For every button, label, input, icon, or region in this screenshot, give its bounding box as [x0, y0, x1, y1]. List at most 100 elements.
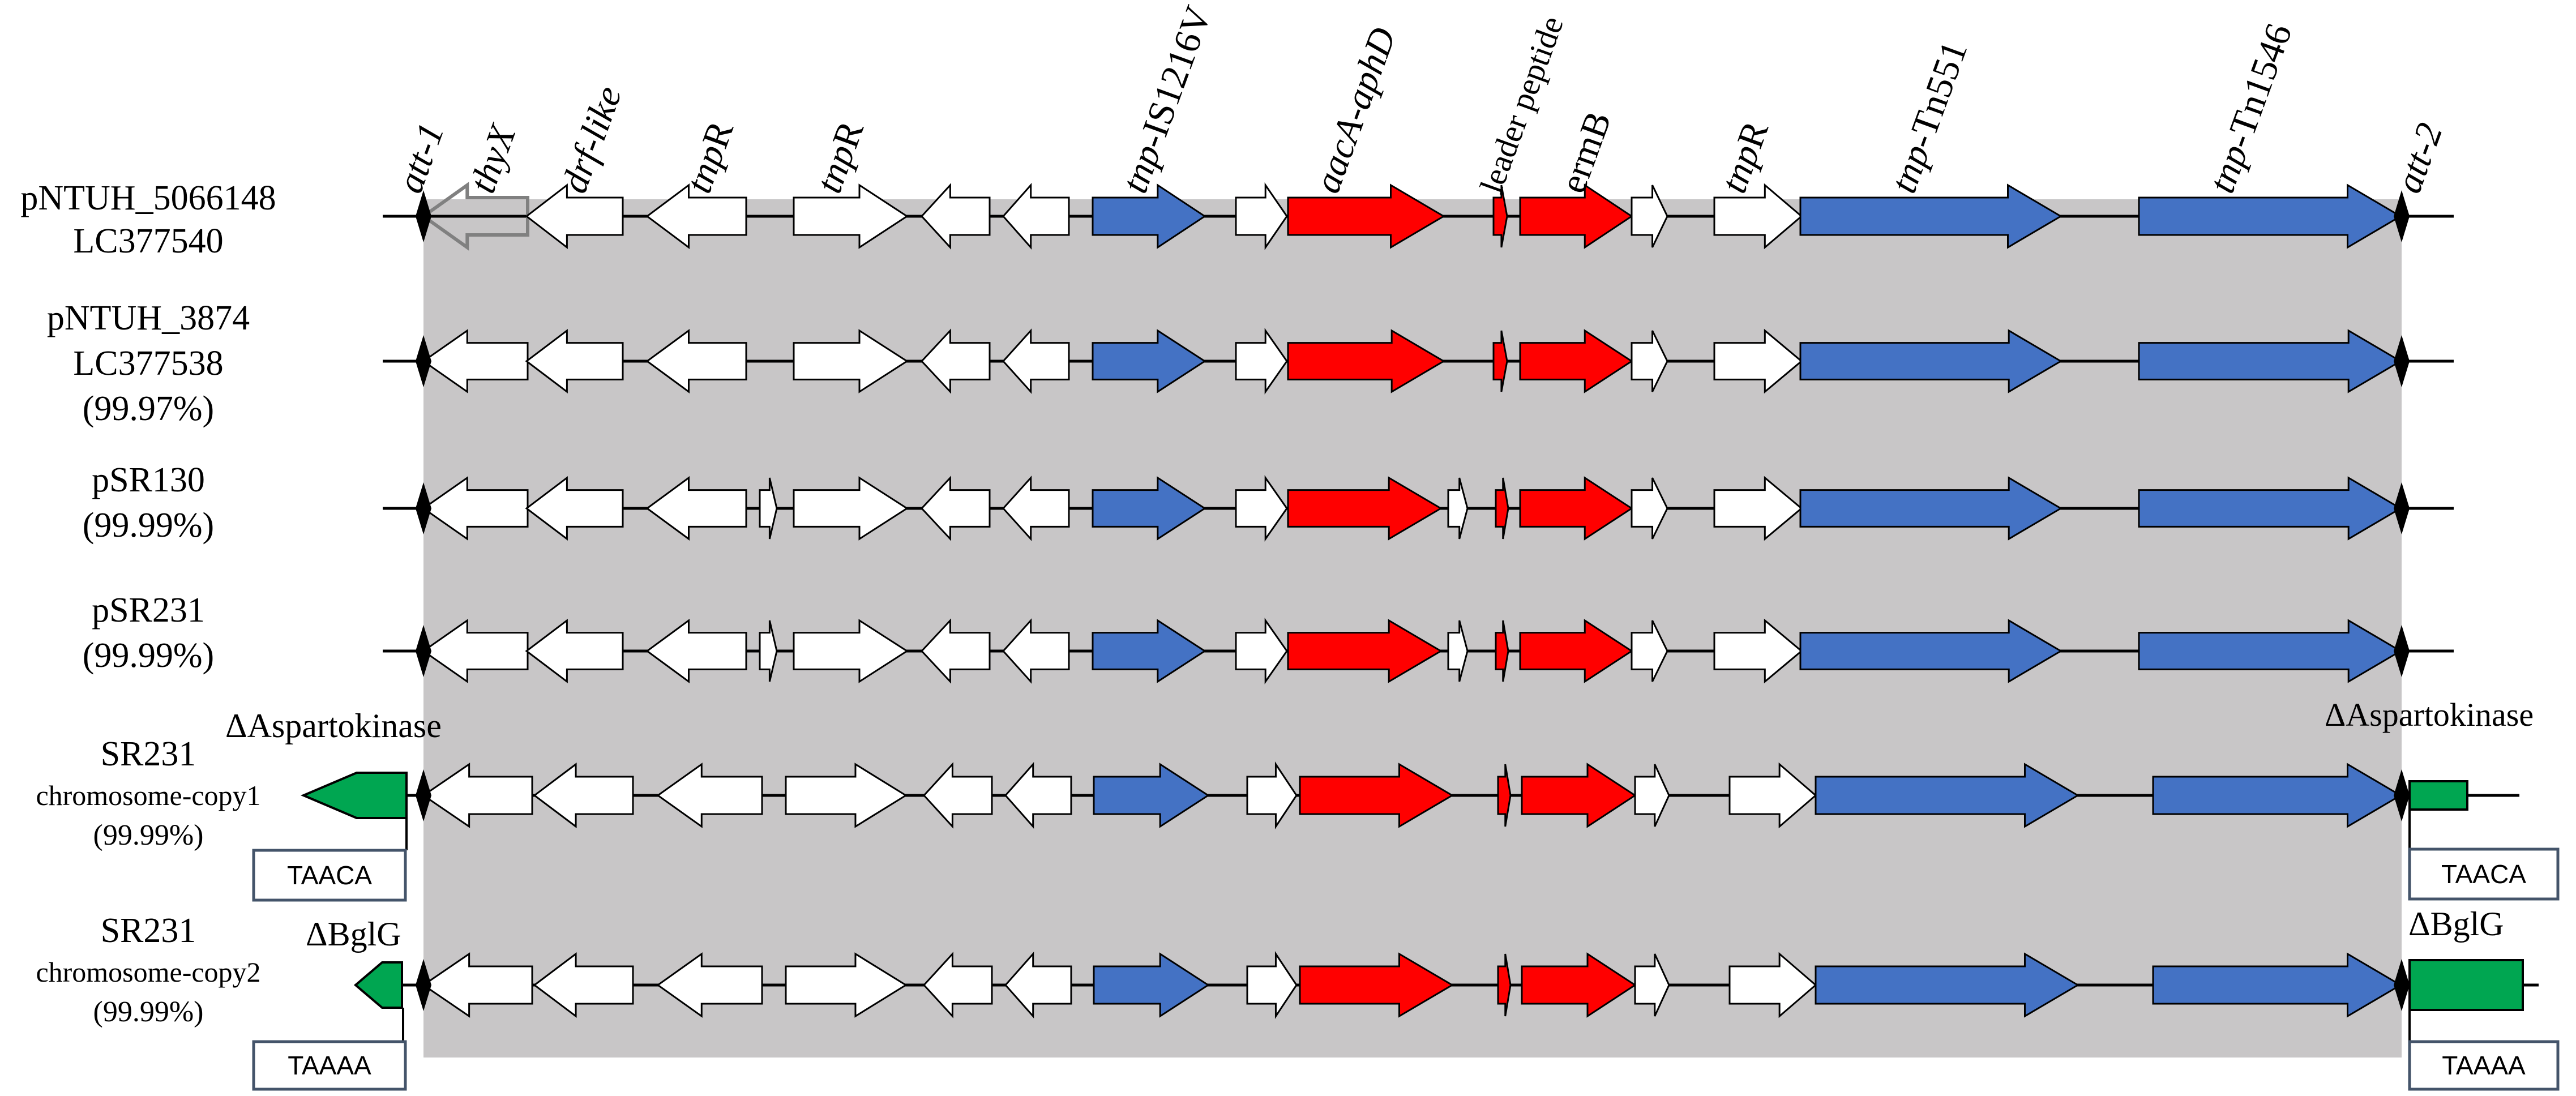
ermb-gene [1519, 619, 1633, 683]
tnpr-gene-2 [793, 329, 909, 393]
orf-gene-2 [1004, 952, 1072, 1018]
taaca-left-box [252, 849, 407, 902]
row-label-line: (99.99%) [93, 996, 204, 1028]
row-label-3: pSR130(99.99%) [83, 461, 214, 545]
orf-gene-2 [1004, 762, 1072, 829]
row-label-4: pSR231(99.99%) [83, 591, 214, 675]
tnpr-gene-3 [1713, 618, 1803, 684]
row-label-line: LC377540 [73, 222, 223, 260]
orf-gene-2 [1002, 476, 1070, 541]
ermb-gene [1519, 476, 1633, 541]
att1-marker-row-4 [416, 625, 431, 677]
tnpr-label-1: tnpR [678, 116, 742, 199]
tnp-tn1546-gene [2138, 183, 2402, 249]
tnpr-gene-1 [656, 763, 763, 828]
taaaa-left-text: TAAAA [288, 1051, 371, 1080]
tnpr-gene-1 [656, 952, 763, 1018]
gene-row-4 [422, 618, 2402, 684]
orf-gene-3 [1246, 761, 1298, 829]
tnpr-gene-3 [1713, 183, 1803, 250]
tnpr-gene-2 [793, 619, 909, 683]
orf-gene-1 [920, 476, 991, 541]
tnpr-gene-3 [1728, 952, 1817, 1018]
att-markers [416, 190, 2410, 1011]
drf-like-gene [533, 952, 634, 1018]
tnp-is1216v-gene [1092, 476, 1206, 541]
orf-gene-3 [1235, 328, 1288, 395]
ermb-gene [1521, 952, 1637, 1018]
ermb-label: ermB [1552, 106, 1619, 198]
small-orf-gene-2 [1447, 620, 1469, 682]
flanking-genes [300, 772, 2524, 1011]
leader-peptide-label: leader peptide [1473, 11, 1571, 198]
att2-marker-row-1 [2394, 190, 2410, 242]
thyx-gene [422, 763, 533, 828]
orf-gene-2 [1002, 183, 1070, 250]
att1-marker-row-3 [416, 482, 431, 534]
tnpr-gene-1 [645, 619, 747, 683]
tnp-is1216v-gene [1092, 619, 1206, 683]
orf-gene-4 [1634, 764, 1670, 827]
tnpr-gene-1 [645, 183, 747, 249]
tnpr-gene-3 [1728, 762, 1817, 829]
att1-label: att-1 [389, 118, 452, 198]
drf-like-gene [525, 183, 624, 250]
orf-gene-1 [920, 618, 991, 684]
orf-gene-3 [1235, 618, 1288, 684]
ermb-gene [1519, 329, 1633, 393]
tnp-tn1546-gene [2138, 329, 2402, 393]
gene-row-1 [420, 182, 2402, 251]
att2-marker-row-6 [2394, 959, 2410, 1011]
taaca-right-box [2408, 847, 2560, 901]
tnp-tn551-gene [1815, 952, 2079, 1018]
tnpr-gene-3 [1713, 328, 1803, 394]
tnp-tn1546-gene [2138, 619, 2402, 683]
tnpr-gene-3 [1713, 476, 1803, 541]
orf-gene-3 [1235, 182, 1288, 250]
taaaa-right-box [2408, 1040, 2560, 1091]
ermb-gene [1519, 183, 1633, 249]
small-orf-gene [759, 477, 778, 540]
tnp-is1216v-gene [1093, 763, 1210, 828]
orf-gene-3 [1235, 475, 1288, 542]
row-label-line: (99.99%) [83, 506, 214, 545]
tnpr-gene-2 [793, 183, 909, 249]
small-orf-gene [759, 620, 778, 682]
tnpr-gene-1 [645, 329, 747, 393]
gene-row-6 [422, 951, 2402, 1019]
leader-peptide-gene [1492, 185, 1508, 248]
aaca-aphd-label: aacA-aphD [1306, 22, 1404, 198]
att2-label: att-2 [2387, 118, 2450, 198]
aspartokinase-right-label: ΔAspartokinase [2325, 696, 2534, 733]
row-label-line: (99.99%) [83, 636, 214, 675]
tnpr-gene-2 [785, 952, 908, 1018]
tnp-tn1546-gene [2138, 476, 2402, 541]
tnpr-gene-2 [785, 763, 908, 828]
gene-row-2 [422, 328, 2402, 395]
tnp-tn551-gene [1799, 619, 2062, 683]
tnp-is1216v-gene [1092, 183, 1206, 249]
gene-row-5 [422, 761, 2402, 829]
drf-like-label: drf-like [553, 81, 630, 199]
tnp-tn551-gene [1815, 763, 2079, 828]
orf-gene-4 [1631, 620, 1668, 682]
aspartokinase-left-gene [300, 772, 408, 819]
thyx-gene [422, 952, 533, 1018]
orf-gene-1 [920, 183, 991, 250]
row-label-line: pNTUH_3874 [47, 299, 250, 337]
drf-like-gene [525, 476, 624, 541]
aaca-aphd-gene [1299, 952, 1454, 1018]
taaaa-right-text: TAAAA [2442, 1051, 2526, 1080]
row-label-line: (99.99%) [93, 819, 204, 851]
att2-marker-row-2 [2394, 335, 2410, 387]
aaca-aphd-gene [1287, 183, 1445, 249]
taaca-left-text: TAACA [287, 860, 372, 890]
thyx-label: thyX [461, 118, 524, 198]
aaca-aphd-gene [1287, 476, 1443, 541]
bglg-right-label: ΔBglG [2408, 905, 2504, 943]
orf-gene-4 [1631, 185, 1668, 248]
thyx-gene [420, 182, 529, 251]
att1-marker-row-6 [416, 959, 431, 1011]
row-label-line: chromosome-copy2 [36, 956, 260, 988]
